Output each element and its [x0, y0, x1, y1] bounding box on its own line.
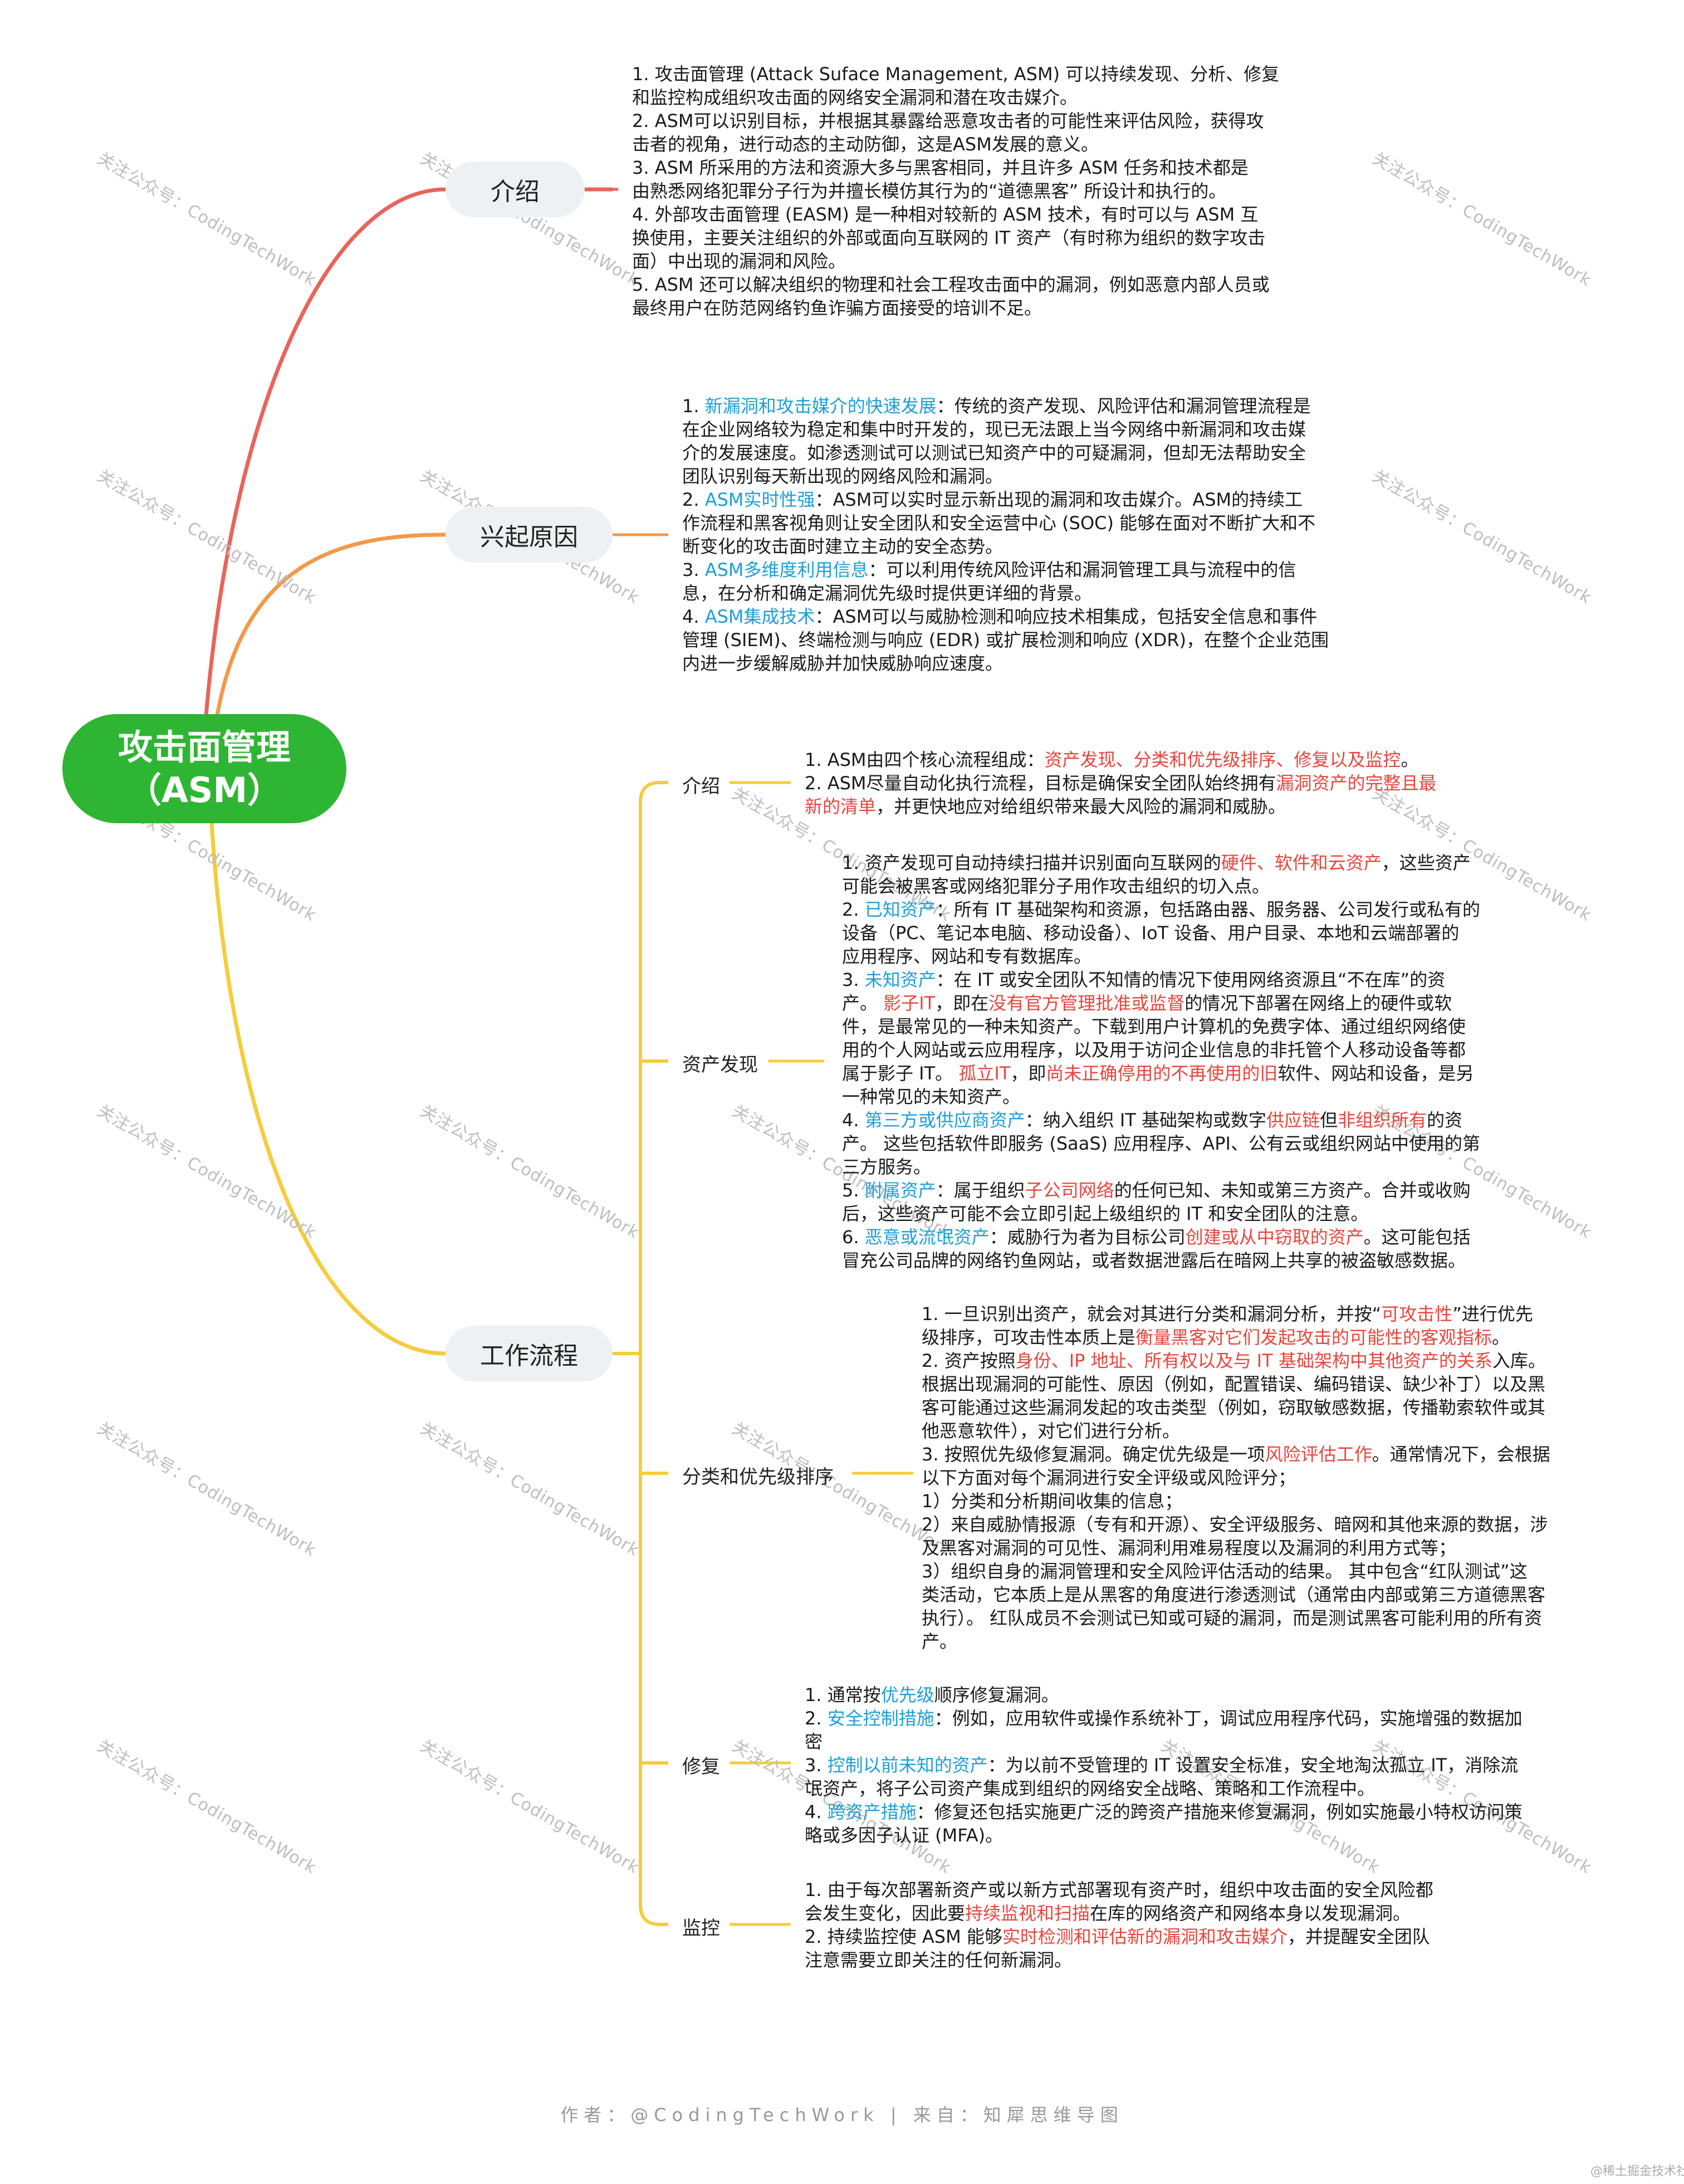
- subnode-classify[interactable]: 分类和优先级排序: [682, 1466, 834, 1488]
- note-fix: 1. 通常按优先级顺序修复漏洞。 2. 安全控制措施：例如，应用软件或操作系统补…: [805, 1684, 1523, 1846]
- subnode-workflow-intro[interactable]: 介绍: [682, 775, 720, 798]
- branch-line-workflow: [209, 823, 613, 1356]
- subnode-discovery[interactable]: 资产发现: [682, 1054, 758, 1076]
- root-node[interactable]: 攻击面管理 （ASM）: [62, 714, 346, 823]
- root-title: 攻击面管理: [118, 726, 291, 768]
- subnode-fix[interactable]: 修复: [682, 1756, 720, 1778]
- note-workflow-intro: 1. ASM由四个核心流程组成：资产发现、分类和优先级排序、修复以及监控。 2.…: [805, 749, 1437, 817]
- note-rise: 1. 新漏洞和攻击媒介的快速发展：传统的资产发现、风险评估和漏洞管理流程是 在企…: [682, 395, 1329, 674]
- note-intro: 1. 攻击面管理 (Attack Suface Management, ASM)…: [632, 63, 1280, 319]
- corner-watermark: @稀土掘金技术社区: [1590, 2165, 1684, 2178]
- workflow-spine: [639, 781, 668, 1926]
- note-discovery: 1. 资产发现可自动持续扫描并识别面向互联网的硬件、软件和云资产，这些资产 可能…: [842, 852, 1481, 1271]
- branch-line-intro: [204, 187, 613, 716]
- node-rise[interactable]: 兴起原因: [446, 507, 613, 563]
- branch-line-rise: [215, 532, 613, 716]
- subnode-monitor[interactable]: 监控: [682, 1917, 720, 1939]
- node-workflow[interactable]: 工作流程: [446, 1326, 613, 1381]
- note-monitor: 1. 由于每次部署新资产或以新方式部署现有资产时，组织中攻击面的安全风险都 会发…: [805, 1879, 1433, 1971]
- footer-credit: 作者：@CodingTechWork | 来自：知犀思维导图: [560, 2104, 1124, 2126]
- node-intro[interactable]: 介绍: [446, 162, 585, 217]
- note-classify: 1. 一旦识别出资产，就会对其进行分类和漏洞分析，并按“可攻击性”进行优先 级排…: [922, 1303, 1550, 1652]
- root-subtitle: （ASM）: [126, 770, 282, 810]
